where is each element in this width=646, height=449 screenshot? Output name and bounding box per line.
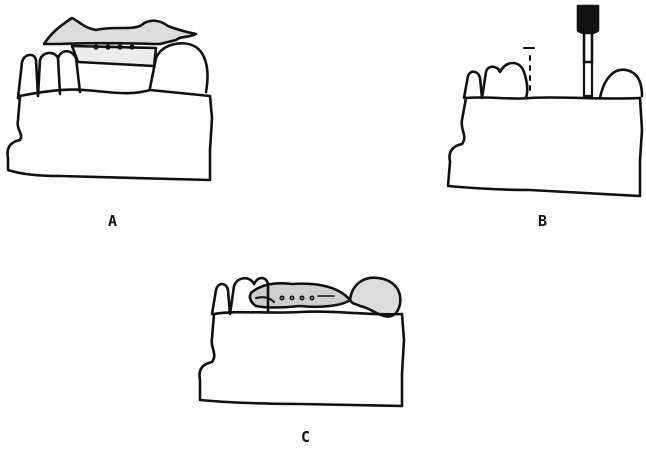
panel-b-guide-line — [524, 48, 534, 90]
panel-c — [200, 278, 405, 406]
panel-b — [448, 6, 642, 196]
panel-a — [8, 18, 213, 180]
panel-a-wax-overlay — [44, 18, 196, 44]
panel-a-cast-base — [8, 96, 213, 180]
panel-b-gum-line — [466, 97, 640, 98]
panel-c-right-crown — [350, 278, 400, 317]
panel-b-cast-base — [448, 98, 642, 196]
panel-label-a: A — [108, 214, 117, 229]
panel-c-cast-base — [200, 314, 405, 406]
panel-a-gum-line — [20, 90, 210, 96]
panel-a-right-molar — [150, 43, 208, 92]
panel-b-left-teeth — [464, 63, 527, 98]
panel-c-bridge — [250, 283, 350, 307]
panel-label-b: B — [538, 214, 547, 229]
panel-b-drill-icon — [578, 6, 598, 96]
panel-b-right-tooth — [600, 70, 642, 98]
panel-label-c: C — [301, 430, 310, 445]
panel-a-bridge — [72, 46, 156, 66]
